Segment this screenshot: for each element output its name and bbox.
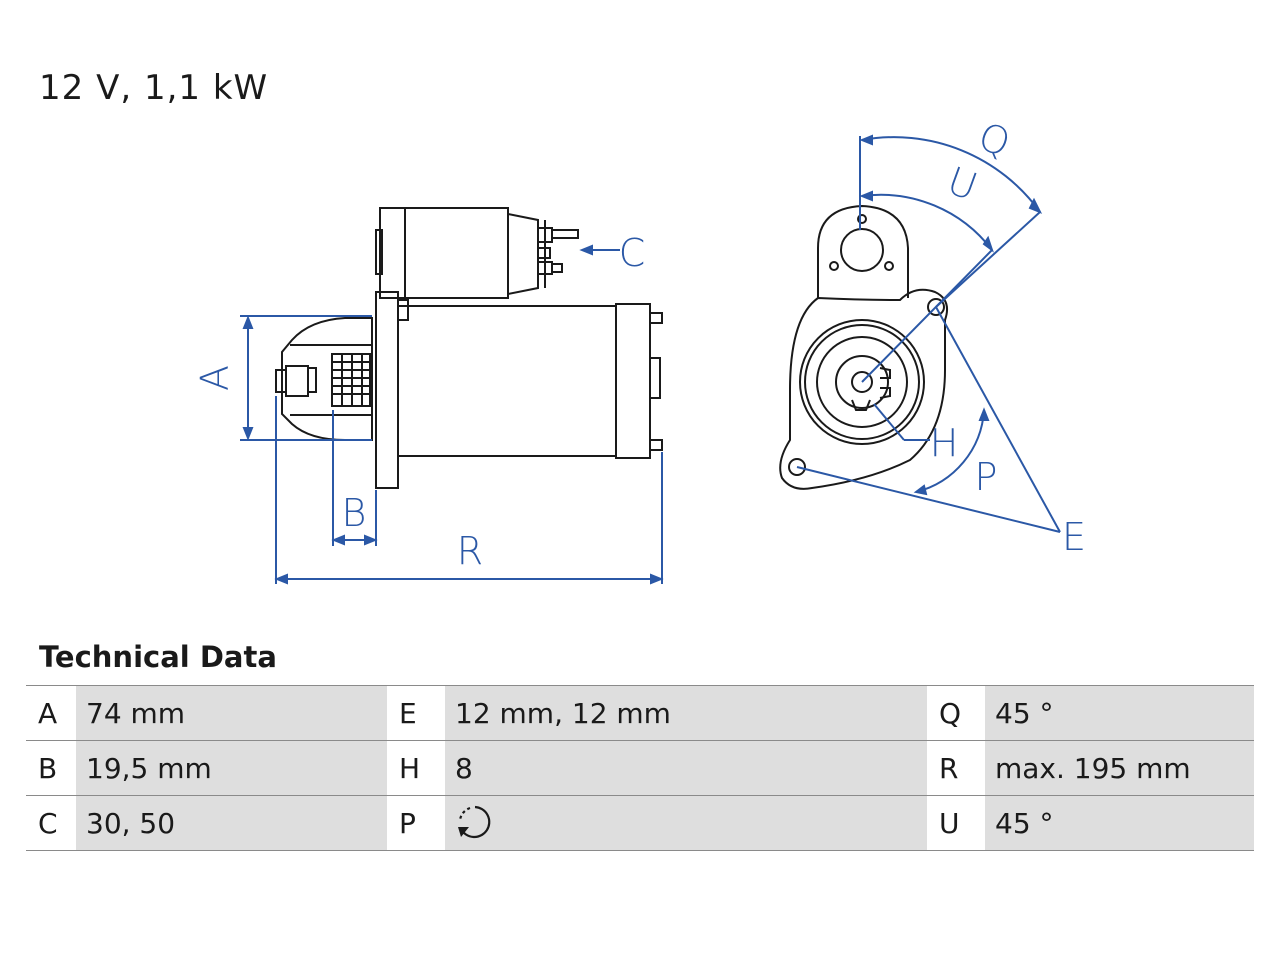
spec-value: 19,5 mm [76, 740, 387, 796]
side-view [275, 207, 663, 489]
label-C: C [619, 231, 646, 275]
spec-value: 74 mm [76, 685, 387, 741]
label-P: P [975, 455, 998, 499]
spec-key: P [387, 795, 445, 851]
spec-key: A [26, 685, 76, 741]
side-view-dimensions [240, 244, 664, 585]
technical-data-table: A 74 mm E 12 mm, 12 mm Q 45 ° B 19,5 mm … [26, 685, 1254, 851]
rating-label: 12 V, 1,1 kW [39, 68, 269, 108]
label-U: U [942, 158, 983, 209]
spec-value: max. 195 mm [985, 740, 1254, 796]
spec-key: E [387, 685, 445, 741]
starter-motor-drawing: A B R C [193, 114, 1086, 585]
table-row: B 19,5 mm H 8 R max. 195 mm [26, 740, 1254, 796]
spec-key: Q [927, 685, 985, 741]
table-row: A 74 mm E 12 mm, 12 mm Q 45 ° [26, 685, 1254, 741]
spec-value [445, 795, 927, 851]
label-E: E [1062, 515, 1086, 559]
rotation-direction-icon [458, 805, 491, 839]
spec-value: 8 [445, 740, 927, 796]
technical-data-title: Technical Data [39, 640, 277, 674]
spec-key: B [26, 740, 76, 796]
spec-value: 12 mm, 12 mm [445, 685, 927, 741]
side-view-labels: A B R C [193, 231, 645, 573]
table-row: C 30, 50 P U 45 ° [26, 795, 1254, 851]
front-view-dimensions [796, 134, 1061, 533]
spec-key: H [387, 740, 445, 796]
spec-key: U [927, 795, 985, 851]
front-view [779, 204, 948, 490]
label-R: R [457, 529, 483, 573]
label-A: A [193, 365, 237, 391]
spec-value: 45 ° [985, 685, 1254, 741]
label-B: B [342, 491, 367, 535]
spec-value: 30, 50 [76, 795, 387, 851]
spec-key: R [927, 740, 985, 796]
label-H: H [930, 421, 959, 465]
spec-key: C [26, 795, 76, 851]
spec-value: 45 ° [985, 795, 1254, 851]
